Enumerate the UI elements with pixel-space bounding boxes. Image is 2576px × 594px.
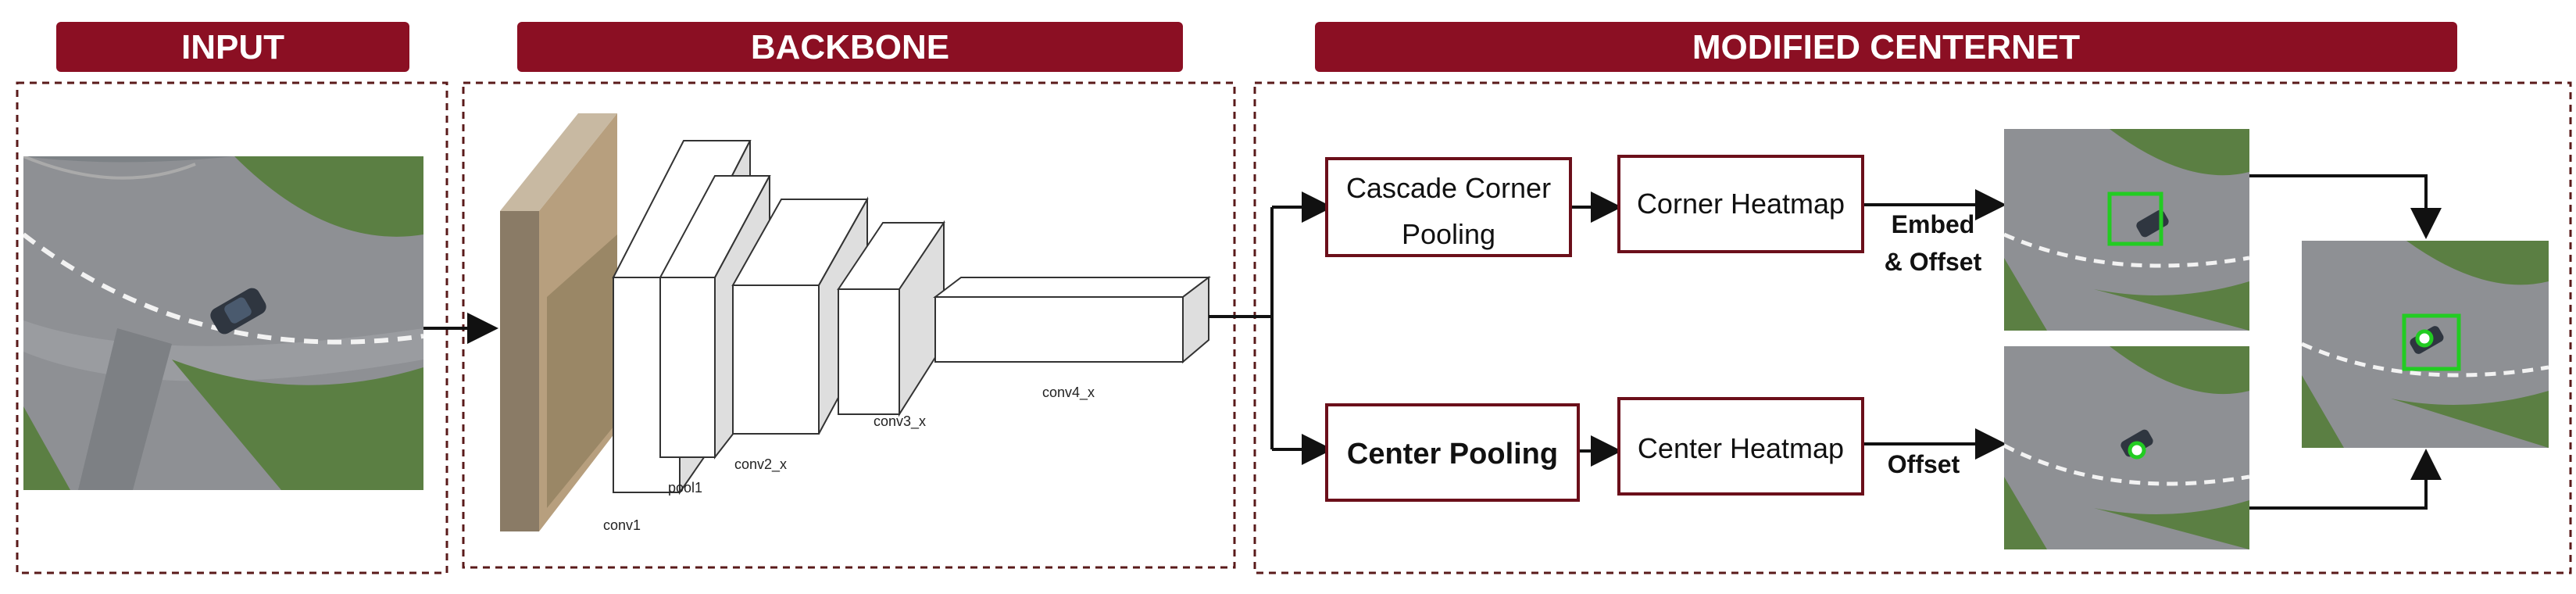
conv1-label: conv1 xyxy=(603,517,641,533)
conv3-label: conv3_x xyxy=(874,413,926,430)
cascade-corner-pooling-line2: Pooling xyxy=(1402,218,1495,250)
center-heatmap-text: Center Heatmap xyxy=(1638,432,1844,464)
input-aerial-image xyxy=(23,156,423,490)
conv2-label: conv2_x xyxy=(734,456,787,473)
corner-heatmap-box: Corner Heatmap xyxy=(1617,155,1864,253)
backbone-header: BACKBONE xyxy=(517,22,1183,72)
centernet-header: MODIFIED CENTERNET xyxy=(1315,22,2457,72)
backbone-header-text: BACKBONE xyxy=(751,28,949,66)
pool1-label: pool1 xyxy=(668,480,702,496)
final-result-image xyxy=(2302,241,2549,448)
conv3-block xyxy=(837,220,945,417)
corner-heatmap-text: Corner Heatmap xyxy=(1637,188,1845,220)
embed-offset-label-line1: Embed xyxy=(1892,210,1975,238)
backbone-to-head-connector xyxy=(1209,191,1333,465)
input-header: INPUT xyxy=(56,22,409,72)
center-pooling-box: Center Pooling xyxy=(1325,403,1580,502)
results-to-final-connector xyxy=(2249,174,2442,510)
backbone-input-slab xyxy=(500,113,617,531)
center-pooling-text: Center Pooling xyxy=(1347,438,1558,471)
center-result-image xyxy=(2004,346,2249,549)
input-header-text: INPUT xyxy=(181,28,284,66)
input-panel xyxy=(16,81,448,574)
cascade-corner-pooling-line1: Cascade Corner xyxy=(1346,172,1551,204)
center-heatmap-box: Center Heatmap xyxy=(1617,397,1864,496)
conv4-label: conv4_x xyxy=(1042,385,1095,401)
centernet-header-text: MODIFIED CENTERNET xyxy=(1692,28,2080,66)
embed-offset-label-line2: & Offset xyxy=(1885,248,1982,276)
conv4-block xyxy=(933,275,1211,364)
backbone-panel xyxy=(462,81,1236,569)
centernet-panel xyxy=(1253,81,2572,574)
corner-result-image xyxy=(2004,129,2249,331)
offset-label: Offset xyxy=(1888,450,1960,478)
cascade-corner-pooling-box: Cascade Corner Pooling xyxy=(1325,157,1572,257)
